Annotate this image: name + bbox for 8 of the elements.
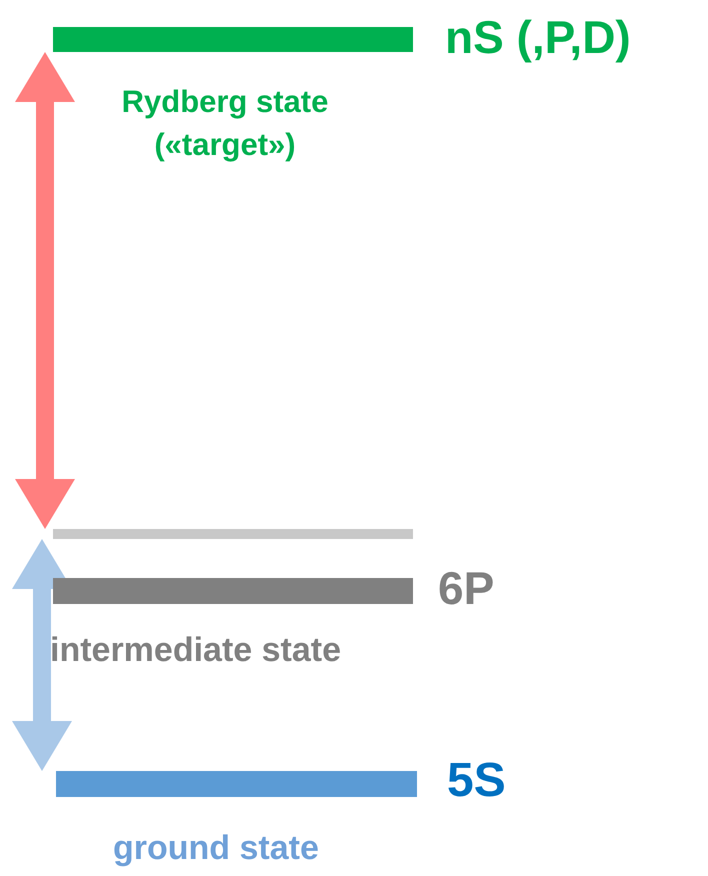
level-label: 6P [438, 563, 494, 614]
state-label: intermediate state [50, 632, 341, 670]
level-label: nS (,P,D) [445, 12, 631, 63]
state-label: Rydberg state («target») [120, 83, 330, 164]
double-arrow [15, 52, 75, 529]
level-label: 5S [447, 755, 506, 808]
double-arrow [12, 539, 72, 771]
state-label: ground state [113, 830, 319, 868]
